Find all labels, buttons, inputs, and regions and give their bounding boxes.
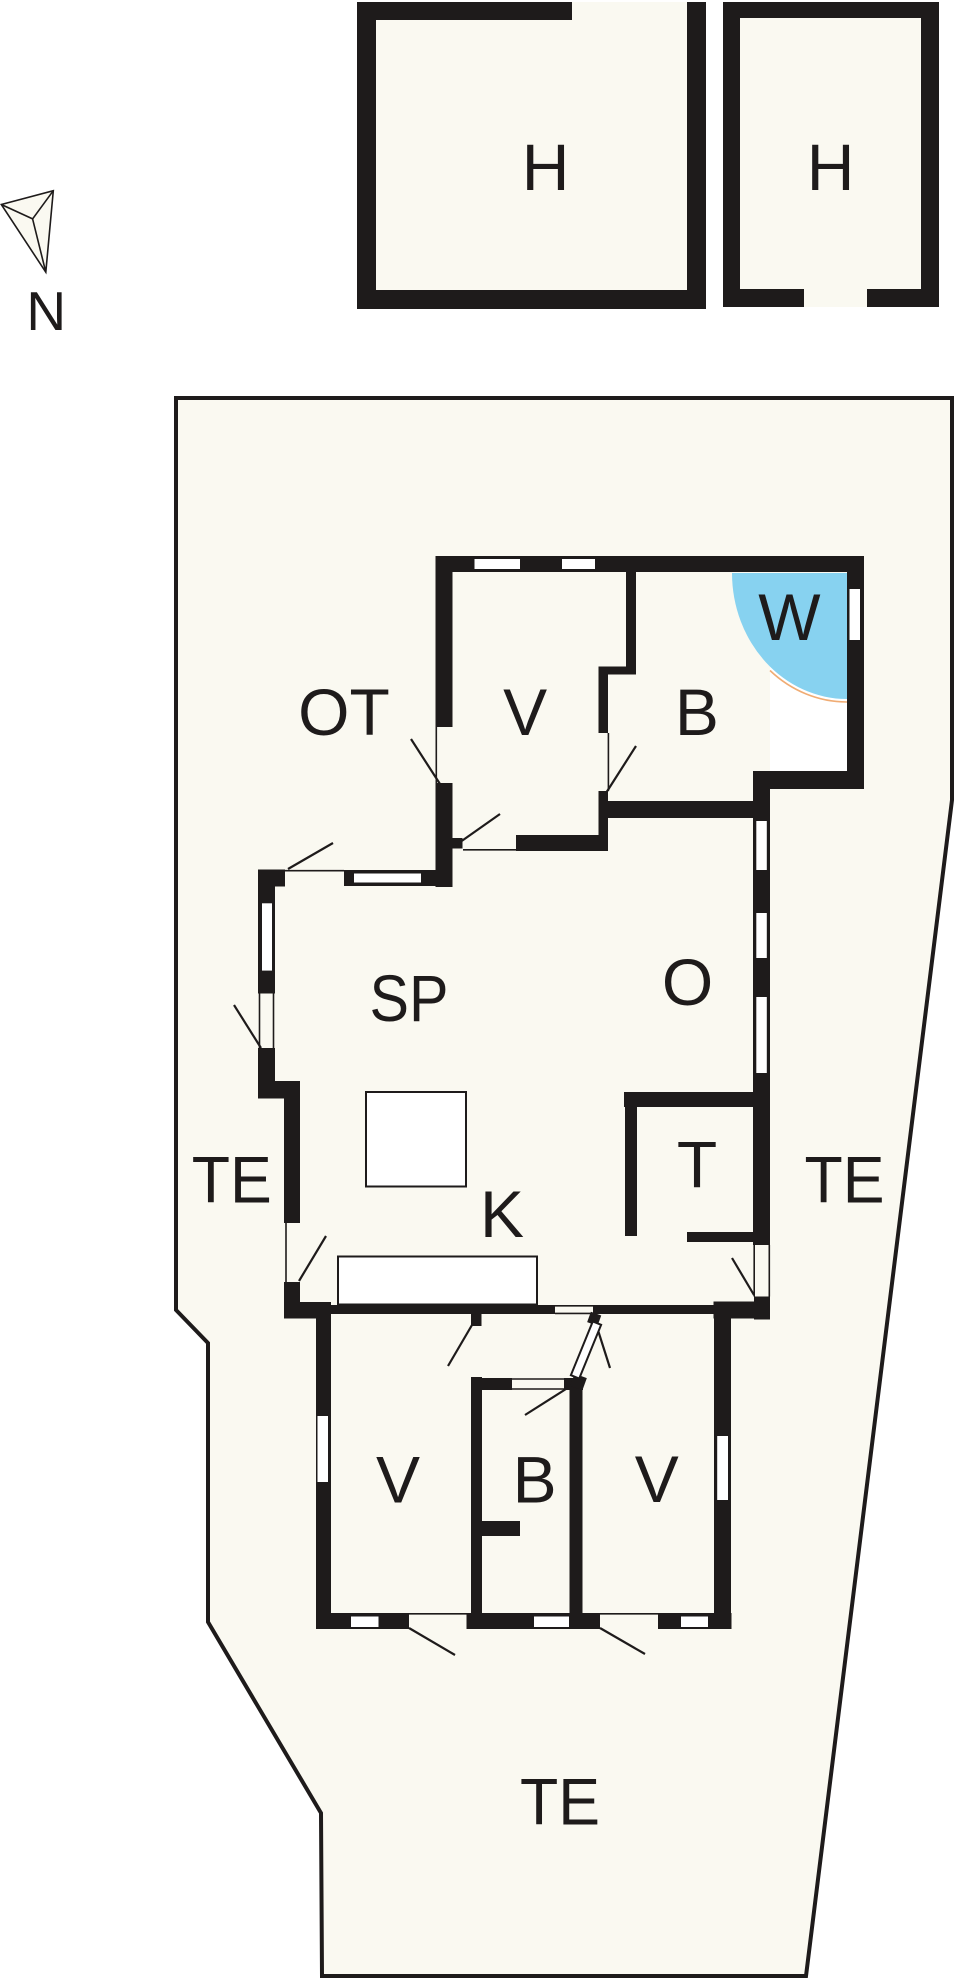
svg-text:TE: TE [805,1143,885,1217]
svg-text:T: T [677,1128,717,1202]
svg-text:TE: TE [520,1765,600,1839]
svg-text:W: W [758,580,821,654]
svg-text:K: K [480,1177,524,1251]
svg-text:OT: OT [298,675,390,749]
svg-text:H: H [807,130,855,204]
svg-text:TE: TE [192,1143,272,1217]
svg-text:V: V [376,1442,420,1516]
svg-text:H: H [522,130,570,204]
svg-text:B: B [513,1443,557,1517]
svg-text:SP: SP [370,961,449,1035]
svg-text:N: N [26,280,66,342]
svg-text:V: V [635,1442,679,1516]
svg-text:V: V [503,675,547,749]
svg-text:B: B [675,675,719,749]
svg-text:O: O [662,945,713,1019]
